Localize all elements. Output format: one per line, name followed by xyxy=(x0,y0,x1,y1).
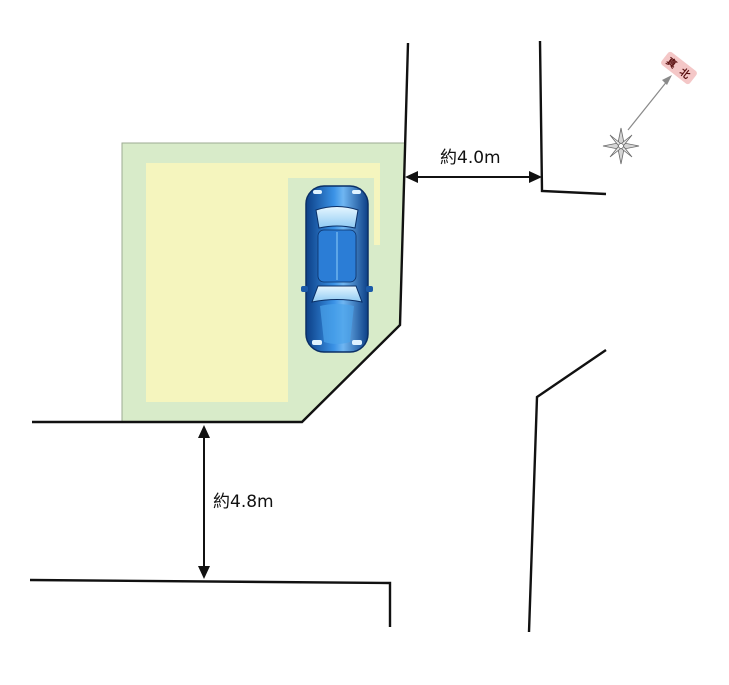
car-icon xyxy=(301,185,373,353)
compass-arrow-icon xyxy=(662,75,672,85)
road-lines xyxy=(29,40,607,633)
dimension-north-road xyxy=(405,171,542,183)
north-road-width-label: 約4.0m xyxy=(440,148,501,168)
road-east-edge xyxy=(527,349,607,633)
compass: 真 北 xyxy=(602,51,697,165)
parking-area xyxy=(146,163,380,402)
road-north-edge-right xyxy=(538,40,607,196)
compass-needle xyxy=(627,79,669,131)
road-south-edge xyxy=(29,578,392,627)
north-badge: 真 北 xyxy=(661,51,697,85)
compass-rose-icon xyxy=(602,127,640,165)
lot-boundary-line xyxy=(32,42,410,424)
west-road-width-label: 約4.8m xyxy=(213,492,274,512)
dimension-west-road xyxy=(198,425,210,579)
